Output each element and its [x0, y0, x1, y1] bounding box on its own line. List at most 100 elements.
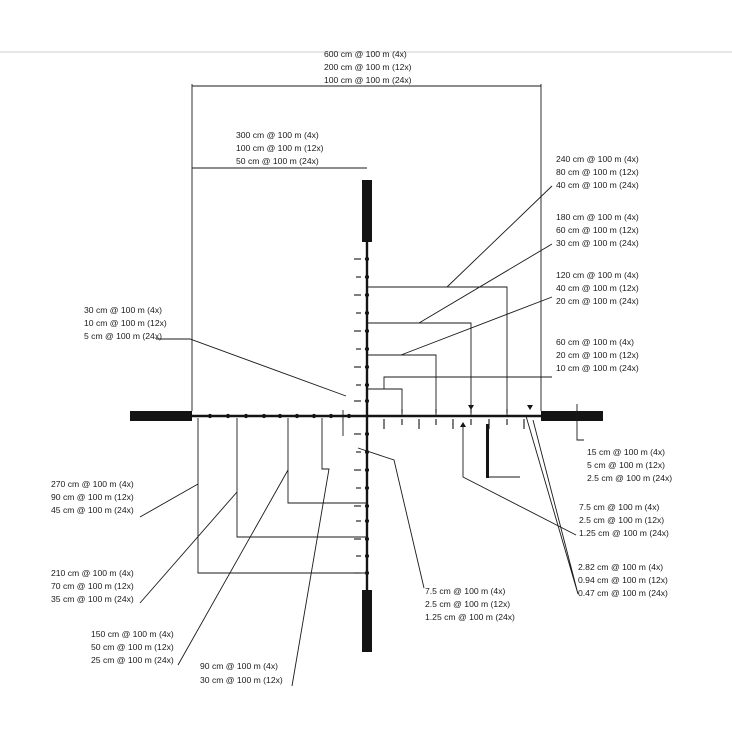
label-line: 30 cm @ 100 m (24x): [556, 238, 639, 248]
label-top-half: 300 cm @ 100 m (4x) 100 cm @ 100 m (12x)…: [236, 130, 324, 166]
label-line: 270 cm @ 100 m (4x): [51, 479, 134, 489]
dimension-60: [367, 376, 552, 416]
label-line: 90 cm @ 100 m (12x): [51, 492, 134, 502]
reticle-dot: [364, 518, 370, 524]
label-line: 20 cm @ 100 m (24x): [556, 296, 639, 306]
dimension-180: [367, 243, 553, 416]
label-line: 210 cm @ 100 m (4x): [51, 568, 134, 578]
dimension-7-5-bottom: [357, 447, 425, 589]
label-line: 2.82 cm @ 100 m (4x): [578, 562, 663, 572]
label-right-240: 240 cm @ 100 m (4x) 80 cm @ 100 m (12x) …: [556, 154, 639, 190]
label-line: 7.5 cm @ 100 m (4x): [425, 586, 505, 596]
top-total-dimension: [191, 84, 542, 411]
label-line: 15 cm @ 100 m (4x): [587, 447, 665, 457]
reticle-dot: [277, 413, 283, 419]
label-left-270: 270 cm @ 100 m (4x) 90 cm @ 100 m (12x) …: [51, 479, 134, 515]
dimension-240: [367, 185, 553, 416]
label-right-2-82: 2.82 cm @ 100 m (4x) 0.94 cm @ 100 m (12…: [578, 562, 668, 598]
label-line: 25 cm @ 100 m (24x): [91, 655, 174, 665]
label-bottom-7-5: 7.5 cm @ 100 m (4x) 2.5 cm @ 100 m (12x)…: [425, 586, 515, 622]
label-line: 7.5 cm @ 100 m (4x): [579, 502, 659, 512]
label-line: 45 cm @ 100 m (24x): [51, 505, 134, 515]
label-line: 240 cm @ 100 m (4x): [556, 154, 639, 164]
label-line: 0.94 cm @ 100 m (12x): [578, 575, 668, 585]
right-post: [541, 411, 603, 421]
label-line: 50 cm @ 100 m (24x): [236, 156, 319, 166]
reticle-dot: [364, 328, 370, 334]
label-left-210: 210 cm @ 100 m (4x) 70 cm @ 100 m (12x) …: [51, 568, 134, 604]
reticle-dot: [364, 467, 370, 473]
label-line: 5 cm @ 100 m (24x): [84, 331, 162, 341]
reticle-dot: [346, 413, 352, 419]
label-line: 300 cm @ 100 m (4x): [236, 130, 319, 140]
label-line: 60 cm @ 100 m (12x): [556, 225, 639, 235]
label-line: 40 cm @ 100 m (12x): [556, 283, 639, 293]
label-line: 50 cm @ 100 m (12x): [91, 642, 174, 652]
left-post: [130, 411, 192, 421]
reticle-dot: [207, 413, 213, 419]
label-line: 100 cm @ 100 m (24x): [324, 75, 412, 85]
label-line: 80 cm @ 100 m (12x): [556, 167, 639, 177]
label-line: 1.25 cm @ 100 m (24x): [579, 528, 669, 538]
reticle-dot: [364, 553, 370, 559]
dimension-30-left: [156, 338, 347, 436]
label-line: 70 cm @ 100 m (12x): [51, 581, 134, 591]
label-line: 200 cm @ 100 m (12x): [324, 62, 412, 72]
label-right-7-5: 7.5 cm @ 100 m (4x) 2.5 cm @ 100 m (12x)…: [579, 502, 669, 538]
labels: 600 cm @ 100 m (4x) 200 cm @ 100 m (12x)…: [51, 49, 672, 685]
reticle-dot: [364, 274, 370, 280]
label-line: 2.5 cm @ 100 m (12x): [425, 599, 510, 609]
reticle-dot: [364, 398, 370, 404]
label-line: 30 cm @ 100 m (4x): [84, 305, 162, 315]
label-line: 10 cm @ 100 m (24x): [556, 363, 639, 373]
reticle-dot: [364, 382, 370, 388]
dimension-150: [177, 418, 367, 666]
dimension-2-82: [525, 415, 579, 595]
top-post: [362, 180, 372, 242]
label-right-180: 180 cm @ 100 m (4x) 60 cm @ 100 m (12x) …: [556, 212, 639, 248]
dimension-90: [291, 418, 330, 687]
reticle-dot: [225, 413, 231, 419]
label-right-60: 60 cm @ 100 m (4x) 20 cm @ 100 m (12x) 1…: [556, 337, 639, 373]
label-left-30: 30 cm @ 100 m (4x) 10 cm @ 100 m (12x) 5…: [84, 305, 167, 341]
label-right-15: 15 cm @ 100 m (4x) 5 cm @ 100 m (12x) 2.…: [587, 447, 672, 483]
label-bottom-150: 150 cm @ 100 m (4x) 50 cm @ 100 m (12x) …: [91, 629, 174, 665]
label-line: 100 cm @ 100 m (12x): [236, 143, 324, 153]
dimension-120: [367, 296, 553, 416]
reticle-dot: [364, 503, 370, 509]
holdover-bar: [486, 424, 489, 478]
label-line: 20 cm @ 100 m (12x): [556, 350, 639, 360]
reticle-dot: [364, 346, 370, 352]
label-line: 60 cm @ 100 m (4x): [556, 337, 634, 347]
dimension-270: [139, 418, 367, 574]
label-line: 30 cm @ 100 m (12x): [200, 675, 283, 685]
label-top-total: 600 cm @ 100 m (4x) 200 cm @ 100 m (12x)…: [324, 49, 412, 85]
label-right-120: 120 cm @ 100 m (4x) 40 cm @ 100 m (12x) …: [556, 270, 639, 306]
reticle-dot: [364, 256, 370, 262]
reticle-dot: [261, 413, 267, 419]
reticle-dot: [364, 310, 370, 316]
dimension-15: [576, 404, 584, 441]
bottom-post: [362, 590, 372, 652]
reticle-dot: [364, 364, 370, 370]
label-line: 150 cm @ 100 m (4x): [91, 629, 174, 639]
reticle-dot: [364, 536, 370, 542]
reticle-dot: [364, 485, 370, 491]
reticle: [130, 180, 603, 652]
label-line: 90 cm @ 100 m (4x): [200, 661, 278, 671]
dimension-210: [139, 418, 367, 604]
label-line: 600 cm @ 100 m (4x): [324, 49, 407, 59]
reticle-dot: [243, 413, 249, 419]
label-line: 2.5 cm @ 100 m (12x): [579, 515, 664, 525]
reticle-dot: [328, 413, 334, 419]
dimension-7-5: [462, 424, 577, 536]
label-bottom-90: 90 cm @ 100 m (4x) 30 cm @ 100 m (12x): [200, 661, 283, 685]
label-line: 2.5 cm @ 100 m (24x): [587, 473, 672, 483]
reticle-dot: [364, 431, 370, 437]
label-line: 40 cm @ 100 m (24x): [556, 180, 639, 190]
reticle-dot: [364, 292, 370, 298]
reticle-dot: [294, 413, 300, 419]
label-line: 5 cm @ 100 m (12x): [587, 460, 665, 470]
reticle-dot: [311, 413, 317, 419]
